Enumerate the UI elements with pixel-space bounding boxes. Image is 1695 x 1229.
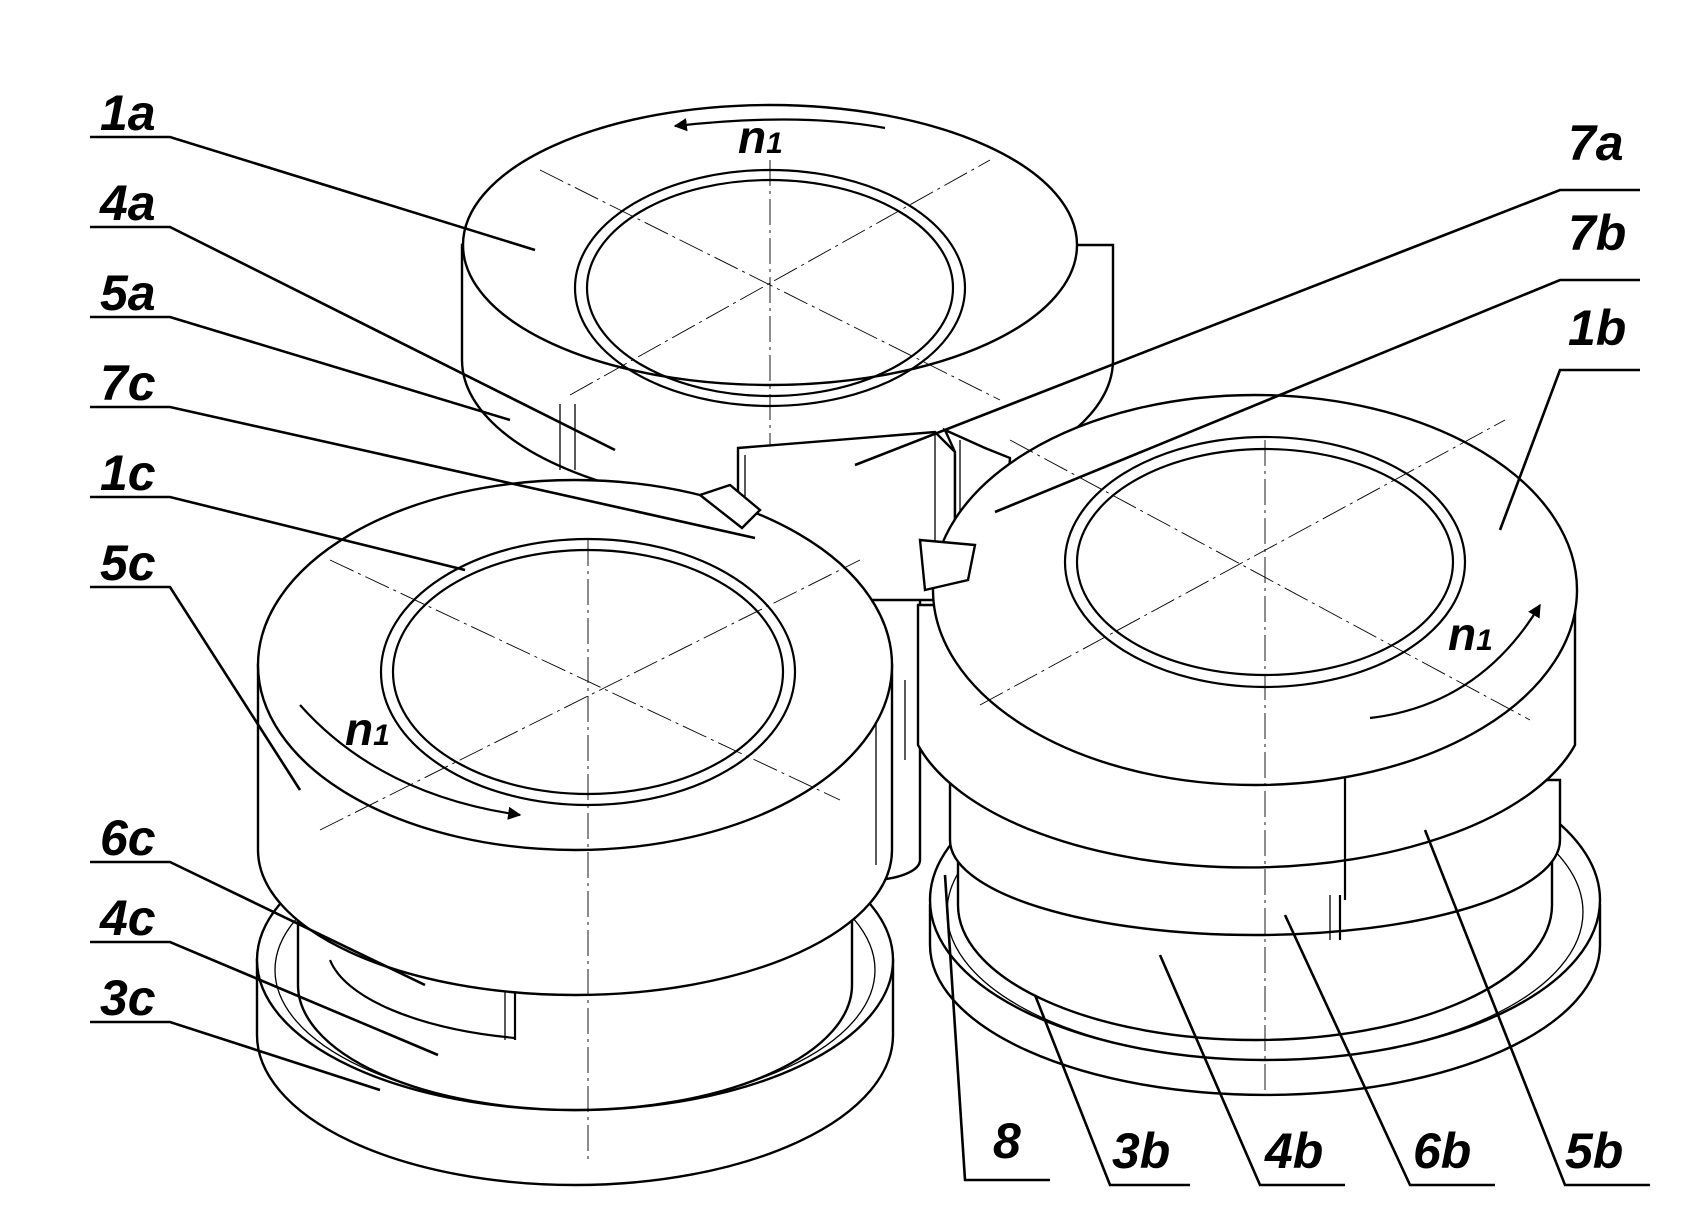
rotation-label-a: n1 bbox=[738, 111, 783, 163]
label-5b: 5b bbox=[1565, 1123, 1623, 1179]
label-6b: 6b bbox=[1413, 1123, 1471, 1179]
label-7c: 7c bbox=[100, 355, 156, 411]
rotation-label-b: n1 bbox=[1448, 608, 1493, 660]
roller-c bbox=[255, 478, 895, 1187]
roller-b bbox=[916, 393, 1602, 1097]
label-4c: 4c bbox=[99, 890, 156, 946]
label-5c: 5c bbox=[100, 535, 156, 591]
label-1b: 1b bbox=[1568, 300, 1626, 356]
label-4a: 4a bbox=[99, 175, 156, 231]
label-1a: 1a bbox=[100, 85, 156, 141]
label-8: 8 bbox=[993, 1113, 1021, 1169]
label-5a: 5a bbox=[100, 265, 156, 321]
label-1c: 1c bbox=[100, 445, 156, 501]
label-7b: 7b bbox=[1568, 205, 1626, 261]
label-4b: 4b bbox=[1264, 1123, 1323, 1179]
label-6c: 6c bbox=[100, 810, 156, 866]
left-callouts: 1a 4a 5a 7c 1c 5c 6c 4c 3c bbox=[90, 85, 756, 1092]
rotation-arrow-a bbox=[673, 118, 886, 132]
right-callouts: 7a 7b 1b bbox=[854, 115, 1640, 531]
label-3c: 3c bbox=[100, 970, 156, 1026]
label-7a: 7a bbox=[1568, 115, 1624, 171]
rotation-label-c: n1 bbox=[345, 703, 390, 755]
bottom-callouts: 8 3b 4b 6b 5b bbox=[943, 829, 1650, 1187]
label-3b: 3b bbox=[1112, 1123, 1170, 1179]
